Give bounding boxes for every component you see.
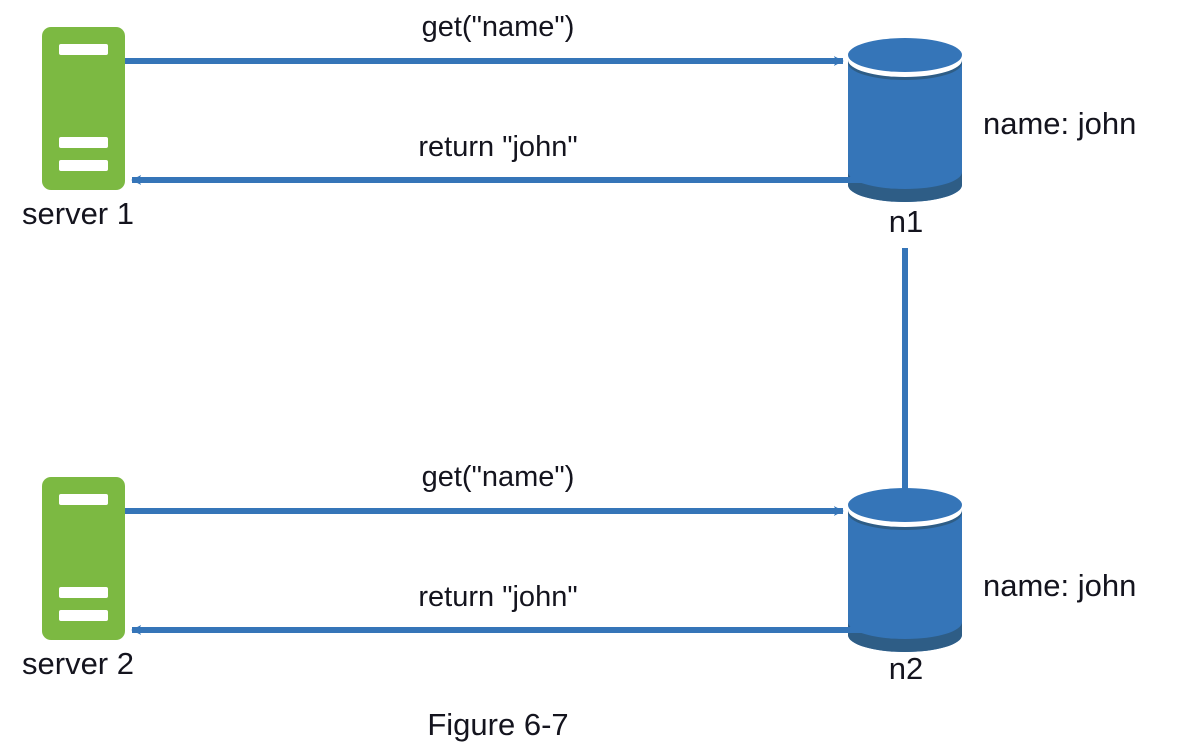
node-value-n2: name: john xyxy=(983,568,1137,603)
response-label-top: return "john" xyxy=(418,131,578,163)
response-label-bottom: return "john" xyxy=(418,581,578,613)
figure-caption: Figure 6-7 xyxy=(427,707,569,742)
server-icon-1 xyxy=(42,27,125,190)
node-value-n1: name: john xyxy=(983,106,1137,141)
server-icon-2 xyxy=(42,477,125,640)
database-cylinder-icon-n1 xyxy=(848,38,962,202)
node-label-n2: n2 xyxy=(888,651,924,686)
node-label-n1: n1 xyxy=(888,204,924,239)
server-label-2: server 2 xyxy=(22,646,134,681)
database-cylinder-icon-n2 xyxy=(848,488,962,652)
server-label-1: server 1 xyxy=(22,196,134,231)
request-label-top: get("name") xyxy=(421,11,575,43)
request-label-bottom: get("name") xyxy=(421,461,575,493)
